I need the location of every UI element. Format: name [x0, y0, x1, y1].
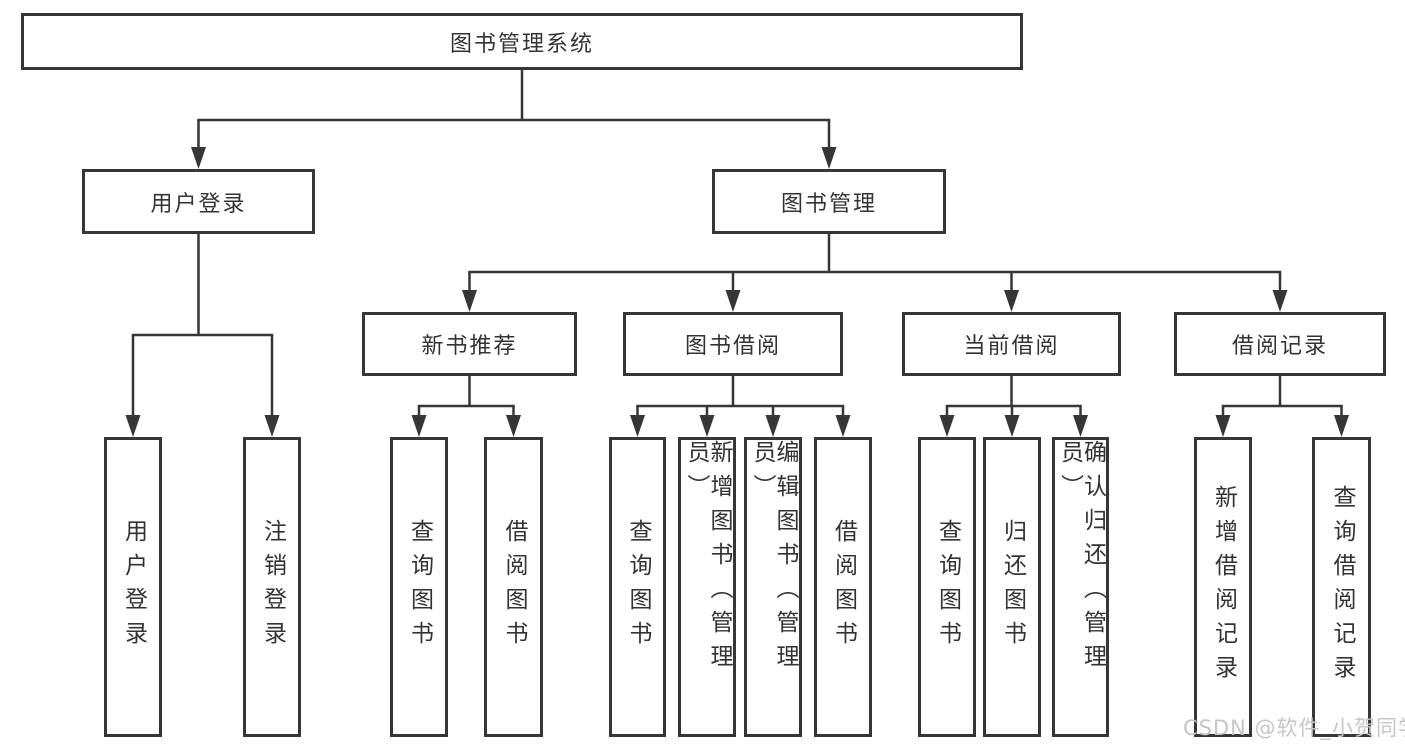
- node-current-borrowing: 当前借阅: [902, 312, 1121, 376]
- leaf-query-borrow-record: 查询借阅记录: [1312, 437, 1371, 737]
- node-user-login: 用户登录: [82, 169, 315, 234]
- node-label: 用户登录: [150, 191, 247, 217]
- node-label: 新书推荐: [421, 334, 518, 359]
- node-label: 图书借阅: [684, 334, 781, 359]
- node-library-management-system: 图书管理系统: [21, 13, 1023, 70]
- leaf-query-books-recommend: 查询图书: [390, 437, 448, 737]
- leaf-label: 借阅图书: [830, 519, 857, 655]
- leaf-edit-books-admin: 编辑图书（管理员）: [744, 437, 802, 737]
- leaf-borrow-books-recommend: 借阅图书: [484, 437, 543, 737]
- leaf-label: 新增借阅记录: [1210, 485, 1237, 689]
- node-new-book-recommendation: 新书推荐: [362, 312, 577, 376]
- node-book-management: 图书管理: [712, 169, 946, 234]
- node-book-borrowing: 图书借阅: [623, 312, 843, 376]
- leaf-label: 借阅图书: [501, 519, 527, 655]
- leaf-add-books-admin: 新增图书（管理员）: [678, 437, 736, 737]
- leaf-label: 确认归还（管理员）: [1056, 440, 1106, 678]
- leaf-label: 归还图书: [999, 519, 1026, 655]
- node-label: 图书管理系统: [449, 31, 594, 57]
- leaf-logout-login: 注销登录: [243, 437, 301, 737]
- leaf-label: 注销登录: [259, 519, 286, 655]
- leaf-label: 新增图书（管理员）: [683, 440, 732, 678]
- leaf-label: 查询图书: [934, 519, 961, 655]
- node-borrowing-records: 借阅记录: [1174, 312, 1386, 376]
- leaf-borrow-books: 借阅图书: [814, 437, 872, 737]
- leaf-label: 查询图书: [406, 519, 433, 655]
- leaf-add-borrow-record: 新增借阅记录: [1194, 437, 1252, 737]
- leaf-return-books: 归还图书: [983, 437, 1041, 737]
- leaf-confirm-return-admin: 确认归还（管理员）: [1052, 437, 1109, 737]
- leaf-user-login: 用户登录: [104, 437, 162, 737]
- leaf-label: 查询图书: [625, 519, 651, 655]
- leaf-label: 编辑图书（管理员）: [749, 440, 798, 678]
- leaf-label: 查询借阅记录: [1329, 485, 1355, 689]
- watermark: CSDN @软件_小贺同学: [1183, 716, 1405, 740]
- leaf-query-books-current: 查询图书: [918, 437, 976, 737]
- node-label: 借阅记录: [1231, 334, 1328, 359]
- node-label: 图书管理: [780, 191, 877, 217]
- leaf-query-books-borrowing: 查询图书: [609, 437, 666, 737]
- leaf-label: 用户登录: [120, 519, 147, 655]
- node-label: 当前借阅: [963, 334, 1060, 359]
